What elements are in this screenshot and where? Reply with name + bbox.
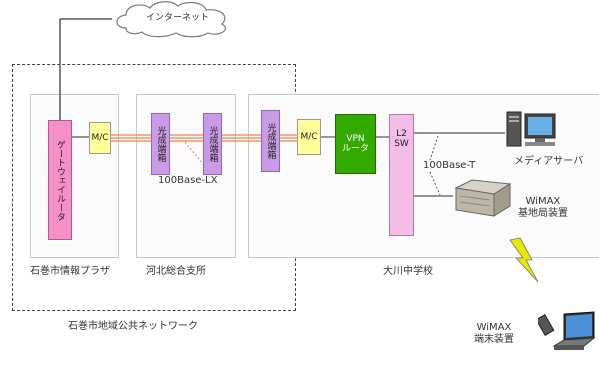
optical-box-2-label: 光成端箱 — [207, 126, 218, 162]
wimax-base-label: WiMAX 基地局装置 — [518, 196, 568, 219]
base-t-label: 100Base-T — [423, 160, 476, 171]
mc-right-label: M/C — [300, 132, 318, 142]
optical-box-1: 光成端箱 — [151, 113, 170, 175]
media-converter-right: M/C — [297, 119, 321, 155]
lx-leader — [184, 141, 213, 176]
vpn-router: VPN ルータ — [335, 114, 376, 174]
site-label-kahoku: 河北総合支所 — [146, 266, 206, 277]
optical-box-3-label: 光成端箱 — [265, 123, 276, 159]
gateway-router: ゲートウェイルータ — [48, 120, 72, 240]
site-label-ishinomaki: 石巻市情報プラザ — [30, 266, 110, 277]
base-lx-label: 100Base-LX — [158, 175, 218, 186]
t-leader-2 — [429, 171, 441, 196]
wimax-terminal-label: WiMAX 端末装置 — [474, 322, 514, 345]
mc-left-label: M/C — [91, 133, 109, 143]
media-converter-left: M/C — [89, 122, 111, 154]
vpn-router-label: VPN ルータ — [341, 134, 369, 154]
wimax-terminal-icon — [538, 311, 596, 350]
optical-box-1-label: 光成端箱 — [155, 126, 166, 162]
l2-switch: L2 SW — [389, 114, 414, 236]
wireless-bolt-icon — [509, 237, 539, 283]
media-server-icon — [506, 111, 556, 147]
network-label: 石巻市地域公共ネットワーク — [68, 321, 198, 332]
gateway-router-label: ゲートウェイルータ — [55, 139, 65, 221]
site-label-okawa: 大川中学校 — [383, 266, 433, 277]
site-box-ishinomaki — [30, 94, 119, 258]
l2-switch-label: L2 SW — [394, 129, 409, 149]
wimax-base-icon — [454, 179, 512, 217]
optical-box-2: 光成端箱 — [203, 113, 222, 175]
media-server-label: メディアサーバ — [514, 156, 584, 167]
internet-label: インターネット — [146, 13, 210, 23]
optical-box-3: 光成端箱 — [261, 110, 280, 172]
t-leader-1 — [429, 135, 439, 161]
internet-cloud — [116, 1, 227, 38]
